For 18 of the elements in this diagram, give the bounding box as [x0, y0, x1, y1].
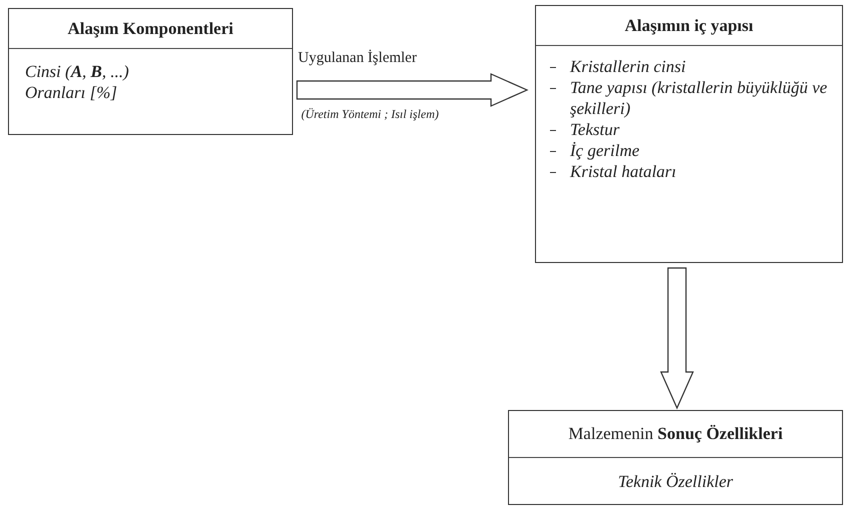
box-heading: Alaşımın iç yapısı — [624, 16, 754, 36]
process-note: (Üretim Yöntemi ; Isıl işlem) — [300, 106, 440, 122]
block-arrow — [296, 73, 528, 107]
block-arrow — [660, 267, 694, 410]
body-text: Oranları [%] — [25, 82, 118, 103]
box-heading: Alaşım Komponentleri — [68, 18, 234, 38]
body-text: Teknik Özellikler — [618, 470, 734, 492]
body-text: Cinsi (A, B, ...) — [25, 61, 129, 82]
box-heading: Malzemenin Sonuç Özellikleri — [568, 424, 783, 444]
list-item: Tekstur — [570, 119, 620, 140]
edge-label: Uygulanan İşlemler — [298, 50, 417, 67]
process-box — [535, 5, 843, 263]
process-box — [508, 410, 843, 505]
list-item: Kristal hataları — [570, 161, 676, 182]
list-item: İç gerilme — [570, 140, 640, 161]
process-box — [8, 8, 293, 135]
list-item: Tane yapısı (kristallerin büyüklüğü ve şekilleri) — [570, 77, 828, 119]
list-item: Kristallerin cinsi — [570, 56, 686, 77]
